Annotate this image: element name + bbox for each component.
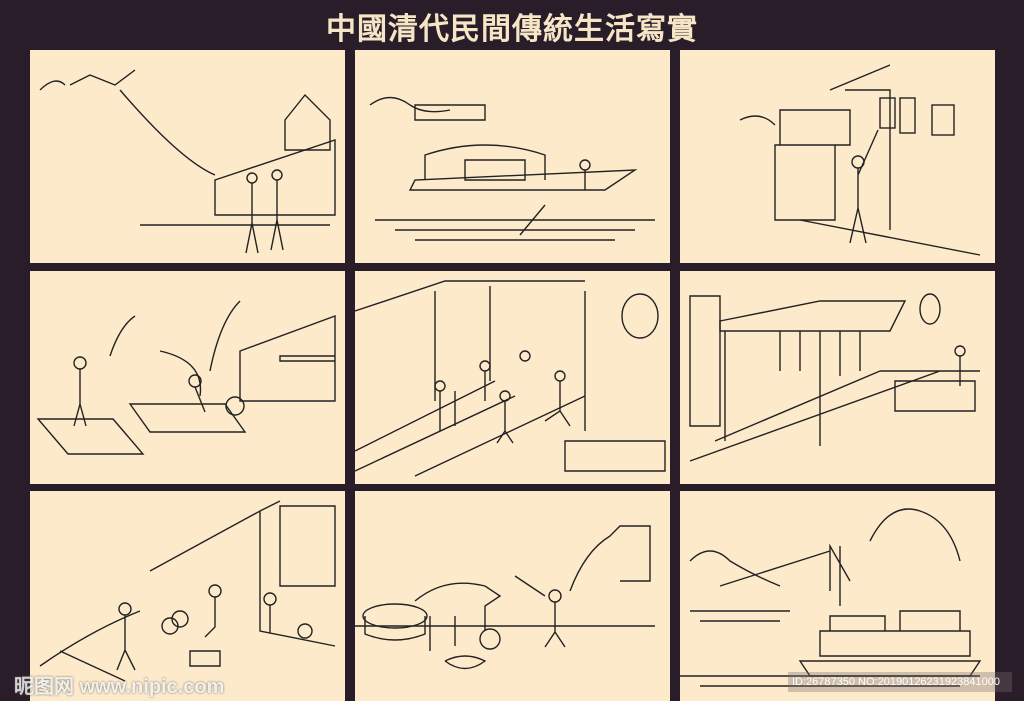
watermark-site: 昵图网 www.nipic.com [14, 676, 225, 698]
illustration-posting-notices [680, 50, 995, 263]
illustration-courtyard-gathering [355, 271, 670, 484]
illustration-river-junk [680, 491, 995, 701]
illustration-kite-flying [30, 50, 345, 263]
illustration-pottery [30, 491, 345, 701]
poster-title: 中國清代民間傳統生活寫實 [326, 12, 698, 47]
illustration-ox-mill [355, 491, 670, 701]
illustration-shop-street [680, 271, 995, 484]
watermark-id: ID:26787350 NO:20190126231923841000 [788, 672, 1012, 692]
illustration-boat [355, 50, 670, 263]
illustration-fishing [30, 271, 345, 484]
